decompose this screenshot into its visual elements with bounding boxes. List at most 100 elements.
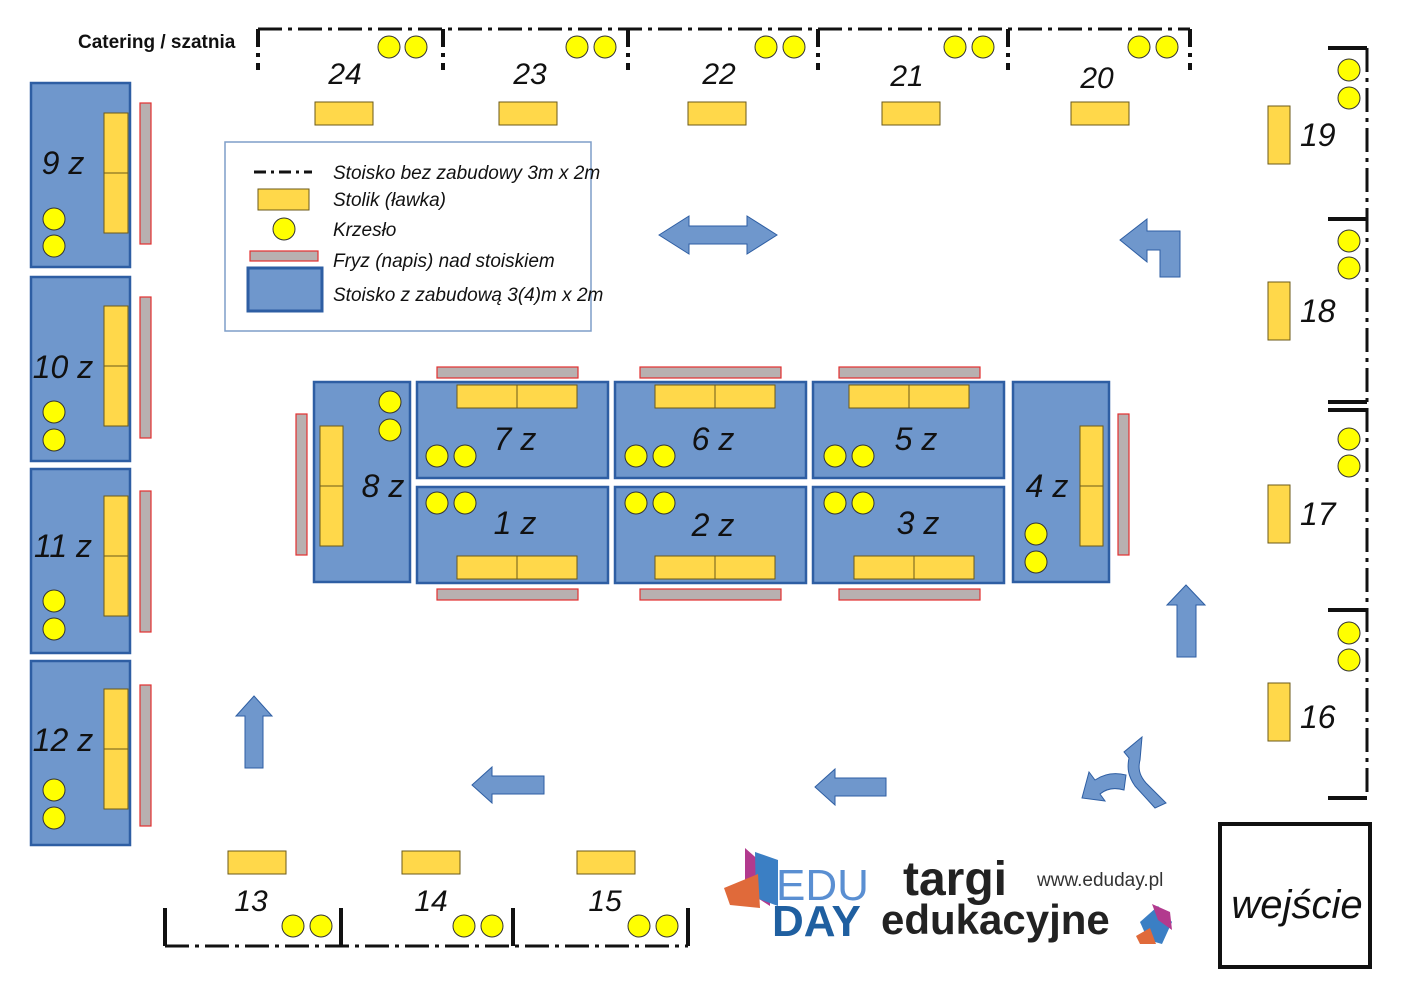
chair [1337,58,1361,82]
top-stand-numbers: 24 23 22 21 20 [327,58,1114,95]
table [1267,281,1291,341]
booth-label: 2 z [691,507,735,543]
chair [851,444,875,468]
frieze [139,296,152,439]
legend-booth-symbol [246,266,324,313]
stand-number: 24 [327,58,361,91]
table [319,425,344,487]
logo-edu: EDU [776,861,869,910]
legend-item-built-booth: Stoisko z zabudową 3(4)m x 2m [333,285,603,306]
frieze [139,684,152,827]
chair [624,491,648,515]
table [456,384,518,409]
double-arrow-icon [658,215,778,255]
frieze [139,102,152,245]
chair [782,35,806,59]
entrance-label: wejście [1231,883,1362,927]
chair [42,778,66,802]
table [103,365,129,427]
booth-label: 9 z [42,145,85,181]
frieze [639,588,782,601]
table [1079,425,1104,487]
chair [1337,648,1361,672]
chair [1337,256,1361,280]
chair [42,400,66,424]
chair [1155,35,1179,59]
table [1070,101,1130,126]
split-arrow-icon [1081,735,1167,809]
table [103,555,129,617]
chair [281,914,305,938]
booth-label: 5 z [895,421,938,457]
booth-label: 7 z [494,421,537,457]
chair [823,444,847,468]
bottom-open-stands [163,908,690,948]
table [913,555,975,580]
chair [565,35,589,59]
table [103,172,129,234]
chair [652,444,676,468]
table [227,850,287,875]
chair [453,491,477,515]
arrow-up-icon [1165,584,1207,658]
chair [378,390,402,414]
chair [1337,86,1361,110]
logo-book-icon [755,852,778,906]
right-stand-tables [1267,105,1291,742]
logo-book-icon [724,874,760,908]
chair [42,207,66,231]
legend-item-chair: Krzesło [333,220,396,241]
eduday-logo: EDU DAY targi edukacyjne www.eduday.pl [724,848,1172,946]
stand-number: 18 [1300,293,1336,329]
table [103,748,129,810]
chair [754,35,778,59]
chair [652,491,676,515]
stand-number: 23 [512,58,547,91]
chair [655,914,679,938]
table [103,688,129,750]
table [103,112,129,174]
chair [851,491,875,515]
table [103,495,129,557]
chair [309,914,333,938]
table [456,555,518,580]
stand-number: 14 [414,885,447,918]
stand-number: 17 [1300,496,1337,532]
chair [378,418,402,442]
table [576,850,636,875]
legend-item-frieze: Fryz (napis) nad stoiskiem [333,251,555,272]
chair [624,444,648,468]
legend-item-table: Stolik (ławka) [333,190,446,211]
stand-number: 15 [588,885,622,918]
booth-label: 8 z [362,468,405,504]
chair [1337,229,1361,253]
stand-number: 19 [1300,117,1336,153]
legend-chair-symbol [272,217,296,241]
chair [453,444,477,468]
frieze [436,588,579,601]
logo-url: www.eduday.pl [1036,870,1163,891]
chair [452,914,476,938]
table [714,555,776,580]
chair [425,444,449,468]
table [319,485,344,547]
stand-number: 22 [701,58,736,91]
table [401,850,461,875]
table [714,384,776,409]
logo-targi: targi [903,853,1007,906]
turn-arrow-icon [1119,217,1181,278]
stand-number: 21 [889,60,923,93]
chair [593,35,617,59]
frieze [139,490,152,633]
table [516,384,578,409]
arrow-up-icon [234,695,274,769]
table [1267,484,1291,544]
booth-label: 4 z [1026,468,1069,504]
logo-book-icon [1136,928,1156,944]
entrance: wejście [1218,822,1372,969]
frieze [838,366,981,379]
chair [943,35,967,59]
booth-label: 3 z [897,505,940,541]
booth-label: 10 z [33,349,93,385]
